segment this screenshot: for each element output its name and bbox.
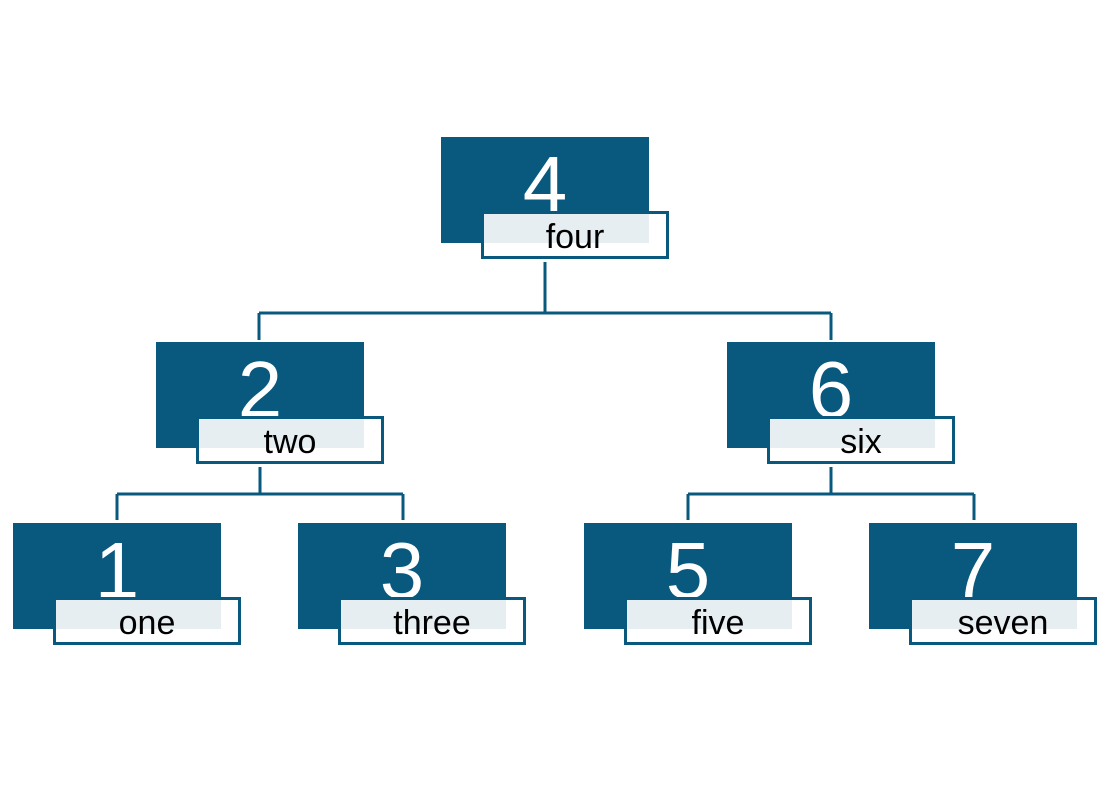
- node-label: five: [691, 604, 745, 642]
- node-label-box: six: [767, 416, 955, 464]
- node-number: 4: [522, 140, 568, 229]
- node-four: 4 four: [441, 137, 673, 265]
- node-label-box: three: [338, 597, 526, 645]
- node-number: 7: [950, 526, 996, 615]
- node-number: 1: [94, 526, 140, 615]
- node-number: 3: [379, 526, 425, 615]
- node-label: four: [545, 218, 605, 256]
- node-number: 6: [808, 345, 854, 434]
- edge-four-two-six: [257, 262, 833, 340]
- node-label-box: seven: [909, 597, 1097, 645]
- node-six: 6 six: [727, 342, 959, 470]
- node-label: six: [840, 423, 882, 461]
- node-number: 2: [237, 345, 283, 434]
- node-number: 5: [665, 526, 711, 615]
- edge-six-five-seven: [686, 467, 976, 520]
- node-label-box: two: [196, 416, 384, 464]
- node-label: seven: [957, 604, 1049, 642]
- node-two: 2 two: [156, 342, 388, 470]
- node-one: 1 one: [13, 523, 245, 651]
- node-seven: 7 seven: [869, 523, 1101, 651]
- node-five: 5 five: [584, 523, 816, 651]
- node-label: three: [393, 604, 471, 642]
- node-label: two: [263, 423, 317, 461]
- node-label-box: four: [481, 211, 669, 259]
- node-label: one: [118, 604, 176, 642]
- node-label-box: five: [624, 597, 812, 645]
- edge-two-one-three: [115, 467, 405, 520]
- node-three: 3 three: [298, 523, 530, 651]
- node-label-box: one: [53, 597, 241, 645]
